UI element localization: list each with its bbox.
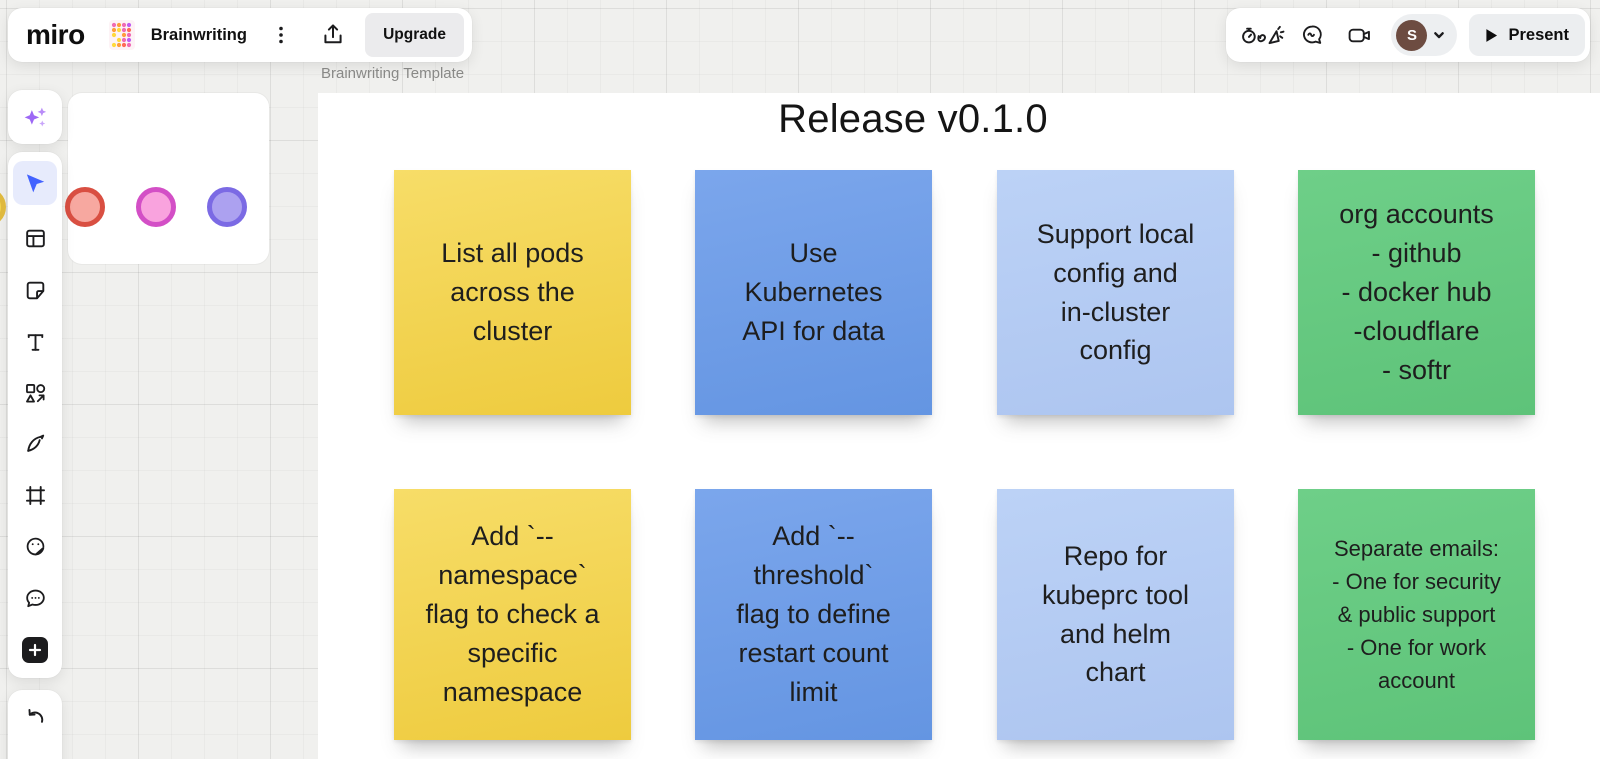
- video-camera-icon: [1346, 22, 1373, 49]
- chat-button[interactable]: [1290, 15, 1334, 55]
- board-thumbnail-icon[interactable]: [108, 20, 135, 50]
- present-label: Present: [1508, 25, 1569, 44]
- tool-add-more[interactable]: [13, 628, 57, 672]
- sticky-note[interactable]: Separate emails: - One for security & pu…: [1298, 489, 1535, 740]
- tool-shapes[interactable]: [13, 371, 57, 415]
- frame-icon: [23, 483, 48, 508]
- tool-select[interactable]: [13, 161, 57, 205]
- video-chat-button[interactable]: [1338, 15, 1382, 55]
- canvas-circle-red[interactable]: [65, 187, 105, 227]
- sticker-smiley-icon: [23, 534, 48, 559]
- tool-comment[interactable]: [13, 576, 57, 620]
- sticky-note[interactable]: Add `-- threshold` flag to define restar…: [695, 489, 932, 740]
- ai-assistant-button[interactable]: [13, 95, 57, 139]
- board-title[interactable]: Brainwriting: [150, 25, 247, 44]
- shapes-icon: [23, 381, 48, 406]
- tool-text[interactable]: [13, 320, 57, 364]
- frame-title[interactable]: Release v0.1.0: [778, 97, 1048, 141]
- tool-sticky-note[interactable]: [13, 268, 57, 312]
- pen-icon: [23, 430, 48, 455]
- plus-icon: [22, 637, 48, 663]
- cursor-icon: [26, 174, 45, 193]
- comment-icon: [23, 586, 48, 611]
- present-button[interactable]: Present: [1469, 14, 1585, 56]
- white-shape-panel[interactable]: [68, 93, 269, 264]
- creation-toolbar: [8, 152, 62, 678]
- sticky-note[interactable]: Repo for kubeprc tool and helm chart: [997, 489, 1234, 740]
- share-export-button[interactable]: [317, 15, 349, 55]
- history-toolbar: [8, 690, 62, 759]
- sparkles-icon: [24, 107, 47, 127]
- sticky-note[interactable]: Add `-- namespace` flag to check a speci…: [394, 489, 631, 740]
- play-icon: [1486, 28, 1498, 42]
- canvas-circle-purple[interactable]: [207, 187, 247, 227]
- chevron-down-icon: [1431, 27, 1447, 43]
- sticky-note[interactable]: List all pods across the cluster: [394, 170, 631, 415]
- upgrade-button[interactable]: Upgrade: [365, 13, 464, 57]
- frame-label[interactable]: Brainwriting Template: [321, 65, 465, 82]
- account-menu[interactable]: S: [1391, 14, 1458, 56]
- avatar[interactable]: S: [1396, 19, 1428, 51]
- sticky-note[interactable]: org accounts - github - docker hub -clou…: [1298, 170, 1535, 415]
- text-icon: [23, 330, 48, 355]
- chat-icon: [1299, 22, 1325, 48]
- board-options-button[interactable]: [265, 15, 297, 55]
- undo-button[interactable]: [16, 698, 54, 736]
- kebab-menu-icon: [279, 26, 283, 44]
- sticky-note[interactable]: Support local config and in-cluster conf…: [997, 170, 1234, 415]
- facilitation-tools-icon: [1240, 22, 1286, 48]
- canvas-circle-pink[interactable]: [136, 187, 176, 227]
- collaboration-bar: S Present: [1226, 8, 1590, 62]
- facilitation-tools-button[interactable]: [1240, 15, 1286, 55]
- ai-assistant-panel: [8, 90, 62, 144]
- export-icon: [320, 22, 346, 48]
- tool-pen[interactable]: [13, 420, 57, 464]
- canvas-circle-yellow[interactable]: [0, 187, 6, 227]
- sticky-note-icon: [23, 278, 48, 303]
- tool-sticker[interactable]: [13, 524, 57, 568]
- sticky-note[interactable]: Use Kubernetes API for data: [695, 170, 932, 415]
- header-bar: miro Brainwriting Up: [8, 8, 472, 62]
- tool-frame[interactable]: [13, 473, 57, 517]
- undo-icon: [23, 705, 48, 730]
- miro-logo[interactable]: miro: [26, 19, 85, 50]
- tool-templates[interactable]: [13, 216, 57, 260]
- templates-icon: [23, 226, 48, 251]
